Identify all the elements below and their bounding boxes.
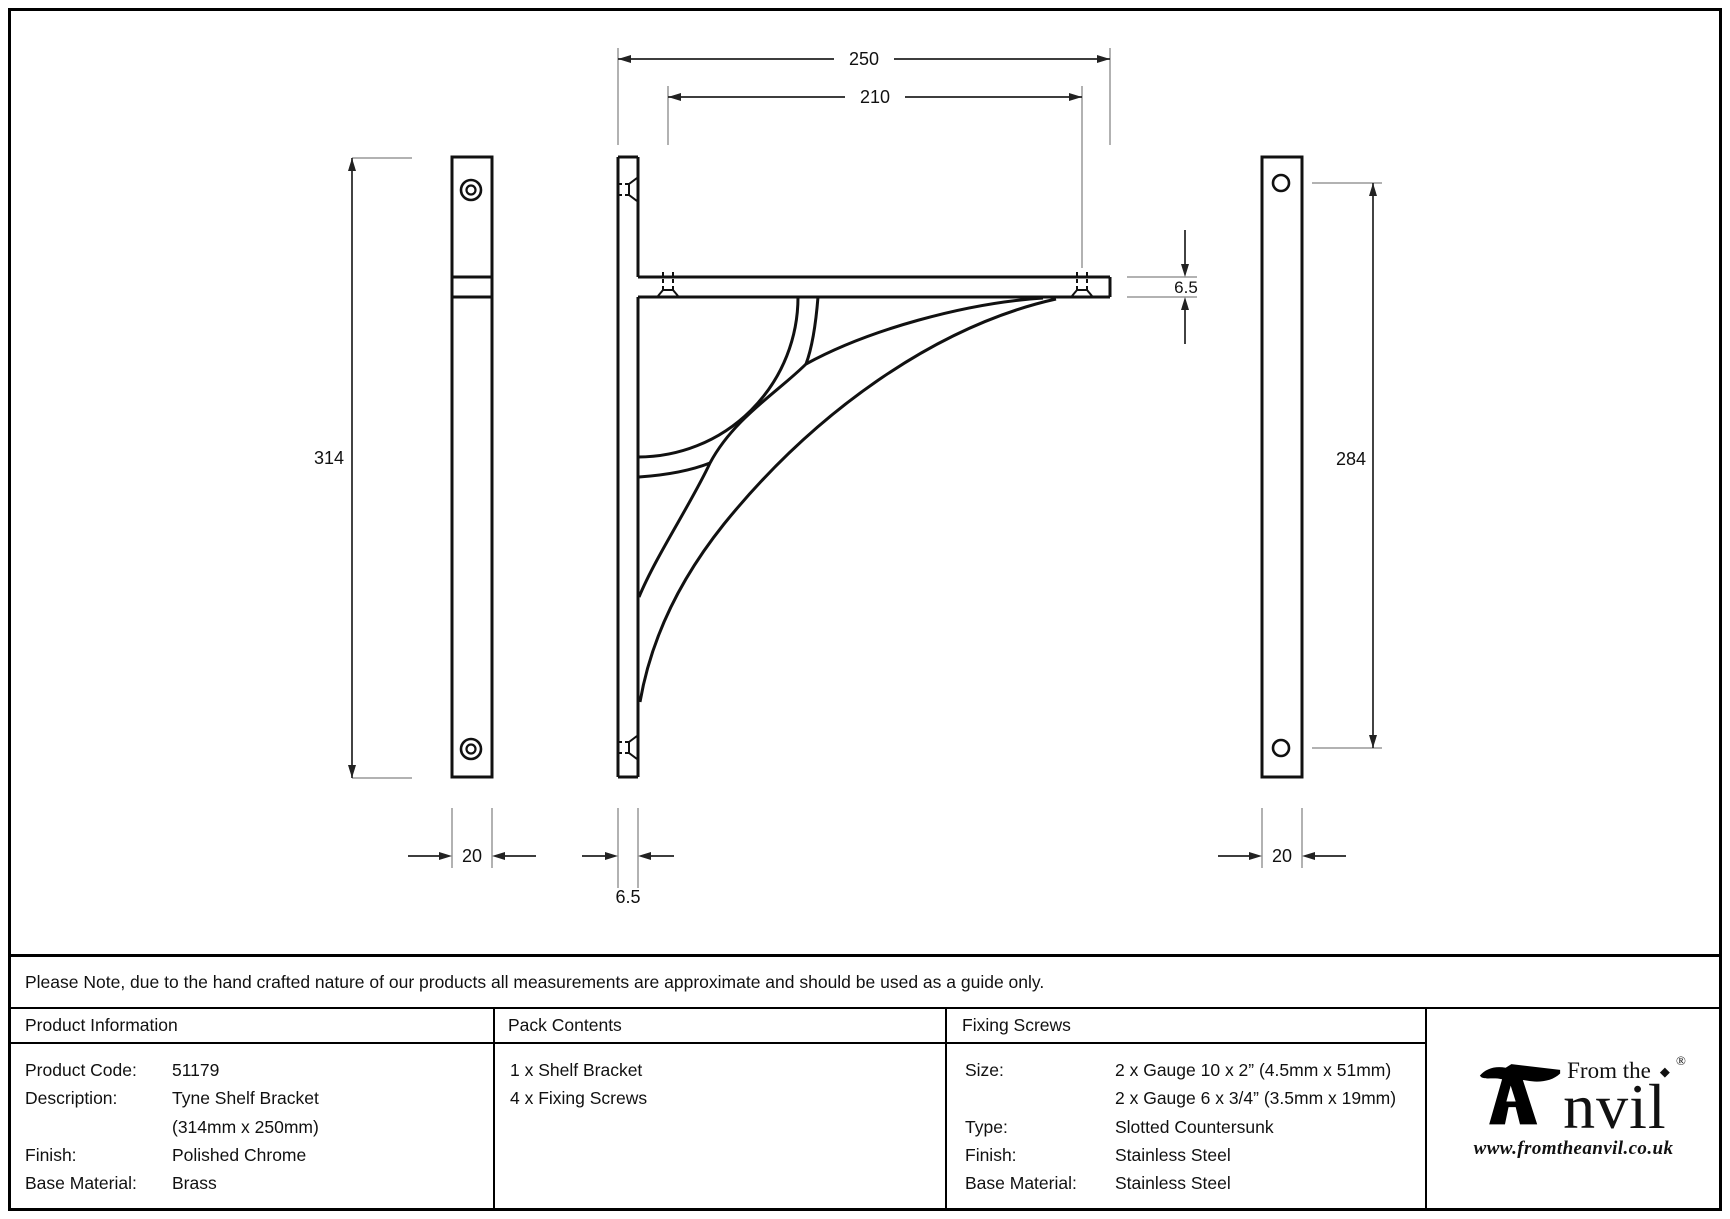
header-row-top-border <box>8 1007 1722 1009</box>
logo-tagline: From the <box>1567 1058 1651 1084</box>
base-material-label: Base Material: <box>25 1173 137 1193</box>
diamond-icon: ◆ <box>1659 1063 1670 1079</box>
registered-mark: ® <box>1675 1053 1686 1069</box>
dim-plate-hole-spacing: 284 <box>1336 449 1366 469</box>
description-label: Description: <box>25 1088 118 1108</box>
dim-bar-width-left: 20 <box>462 846 482 866</box>
dim-arm-length: 250 <box>849 49 879 69</box>
logo-wordmark: nvil <box>1563 1071 1667 1143</box>
fixing-screws-header: Fixing Screws <box>962 1015 1071 1035</box>
product-code-label: Product Code: <box>25 1060 137 1080</box>
description-value: Tyne Shelf Bracket <box>172 1088 319 1108</box>
brand-logo: ® From the ◆ nvil www.fromtheanvil.co.uk <box>1427 1009 1720 1209</box>
screw-type-value: Slotted Countersunk <box>1115 1117 1274 1137</box>
plate-back-view <box>1260 155 1304 779</box>
product-code-value: 51179 <box>172 1060 220 1080</box>
screw-base-material-label: Base Material: <box>965 1173 1077 1193</box>
col-divider-1 <box>493 1007 495 1211</box>
bracket-profile-view <box>616 155 1112 779</box>
screw-finish-label: Finish: <box>965 1145 1017 1165</box>
finish-value: Polished Chrome <box>172 1145 307 1165</box>
dim-arm-thickness: 6.5 <box>1174 278 1198 297</box>
dim-bar-width-right: 20 <box>1272 846 1292 866</box>
finish-label: Finish: <box>25 1145 77 1165</box>
note-row-top-border <box>8 954 1722 957</box>
pack-contents-header: Pack Contents <box>508 1015 622 1035</box>
dimension-labels: 250 210 314 284 20 6.5 20 6.5 <box>314 49 1366 907</box>
screw-hole-bottom-icon <box>1271 738 1291 758</box>
base-material-value: Brass <box>172 1173 217 1193</box>
screw-size-label: Size: <box>965 1060 1004 1080</box>
anvil-icon <box>1480 1063 1561 1124</box>
screw-hole-top-icon <box>459 178 483 202</box>
product-information-header: Product Information <box>25 1015 178 1035</box>
measurement-note: Please Note, due to the hand crafted nat… <box>25 972 1045 992</box>
pack-contents-item: 4 x Fixing Screws <box>510 1088 648 1108</box>
col-divider-2 <box>945 1007 947 1211</box>
col-divider-3 <box>1425 1007 1427 1211</box>
pack-contents-item: 1 x Shelf Bracket <box>510 1060 643 1080</box>
brand-url: www.fromtheanvil.co.uk <box>1473 1137 1674 1159</box>
dimension-lines <box>348 55 1377 860</box>
plate-front-view <box>450 155 494 779</box>
description-value-line2: (314mm x 250mm) <box>172 1117 319 1137</box>
countersunk-screw-marks <box>618 177 1093 760</box>
screw-size-value-line2: 2 x Gauge 6 x 3/4” (3.5mm x 19mm) <box>1115 1088 1397 1108</box>
screw-finish-value: Stainless Steel <box>1115 1145 1231 1165</box>
technical-drawing: 250 210 314 284 20 6.5 20 6.5 <box>314 48 1382 907</box>
screw-base-material-value: Stainless Steel <box>1115 1173 1231 1193</box>
page-border <box>8 8 1722 1211</box>
screw-size-value: 2 x Gauge 10 x 2” (4.5mm x 51mm) <box>1115 1060 1392 1080</box>
screw-hole-bottom-icon <box>459 737 483 761</box>
extension-lines <box>352 48 1382 888</box>
header-row-bottom-border <box>8 1042 1425 1044</box>
dim-plate-height: 314 <box>314 448 344 468</box>
quarter-arc-cutout <box>637 296 800 459</box>
screw-hole-top-icon <box>1271 173 1291 193</box>
dim-plate-thickness: 6.5 <box>615 887 640 907</box>
screw-type-label: Type: <box>965 1117 1008 1137</box>
dim-arm-hole-spacing: 210 <box>860 87 890 107</box>
